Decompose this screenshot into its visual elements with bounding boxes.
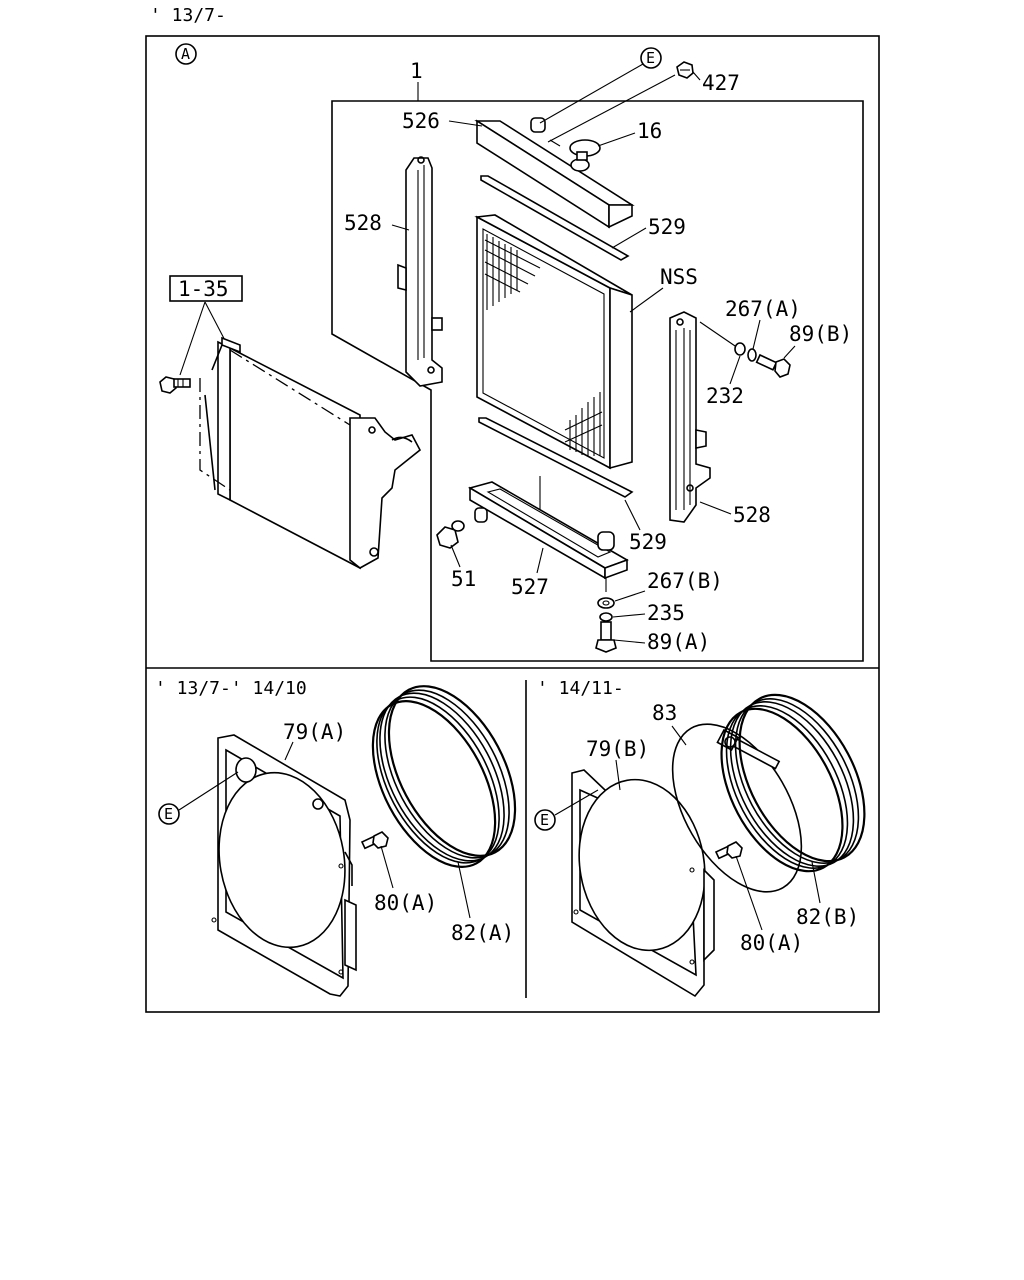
leader-bolt-right [735, 855, 763, 931]
leader-lower-tank [536, 547, 544, 574]
bracket-left [397, 156, 443, 387]
label-lower-tank: 527 [511, 575, 549, 599]
section-shroud-early: ' 13/7-' 14/10 79(A) E 80(A) [155, 678, 517, 997]
leader-bushing [729, 355, 741, 385]
leader-shroud-b [615, 759, 621, 791]
leader-top-bolt [692, 71, 701, 81]
leader-marker-e-left [178, 771, 239, 811]
lower-tank [467, 481, 629, 580]
label-top-bolt: 427 [702, 71, 740, 95]
mounted-radiator-illustration [159, 336, 422, 570]
leader-seal-lower [624, 499, 641, 531]
label-bolt-b: 89(B) [789, 322, 852, 346]
marker-e-top-label: E [646, 49, 655, 67]
radiator-core [474, 214, 633, 470]
label-shroud-b: 79(B) [586, 737, 649, 761]
diagram-frame [145, 35, 880, 1013]
label-ring-left: 82(A) [451, 921, 514, 945]
label-washer-b: 267(B) [647, 569, 723, 593]
leader-washer-a [752, 319, 761, 350]
leader-bolt-a [613, 639, 646, 644]
leader-bracket-left [391, 224, 410, 231]
top-bolt-icon [676, 61, 694, 79]
shroud-b [571, 769, 715, 998]
label-seal-lower: 529 [629, 530, 667, 554]
bracket-right [669, 311, 711, 523]
header-date-range: ' 13/7- [150, 5, 226, 26]
shroud-bolt-a-icon [360, 831, 389, 850]
shroud-bolt-b-icon [714, 841, 743, 860]
section-right-date-range: ' 14/11- [537, 678, 624, 699]
label-clamp: 83 [652, 701, 677, 725]
leader-clamp [671, 725, 687, 746]
marker-e-left-label: E [164, 805, 173, 823]
fan-ring-b [720, 693, 866, 873]
side-bolt-icon [755, 353, 791, 378]
mount-bolt-icon [159, 376, 191, 394]
marker-e-top [640, 47, 662, 69]
leader-bolt-left [380, 845, 394, 889]
label-ring-right: 82(B) [796, 905, 859, 929]
marker-e-right-label: E [540, 811, 549, 829]
upper-tank [474, 117, 635, 229]
section-a-marker-label: A [181, 45, 190, 63]
section-a-marker [175, 43, 197, 65]
clamp-band [671, 723, 803, 893]
drain-plug-icon [436, 520, 465, 549]
label-washer-a: 267(A) [725, 297, 801, 321]
fan-ring-a [371, 685, 517, 868]
leader-top-bolt-path [547, 74, 676, 143]
section-shroud-late: ' 14/11- 79(B) E 83 [534, 678, 866, 998]
seal-upper [480, 175, 630, 261]
leader-washer-235 [612, 613, 646, 618]
washer-a-icon [734, 342, 757, 362]
label-bolt-a: 89(A) [647, 630, 710, 654]
radiator-cap-icon [569, 139, 601, 161]
label-seal-upper: 529 [648, 215, 686, 239]
label-shroud-a: 79(A) [283, 720, 346, 744]
label-bracket-left: 528 [344, 211, 382, 235]
section-left-date-range: ' 13/7-' 14/10 [155, 678, 307, 699]
shroud-a [211, 734, 357, 997]
marker-e-left [158, 803, 180, 825]
label-bracket-right: 528 [733, 503, 771, 527]
reference-leader [179, 301, 206, 376]
leader-drain-plug [450, 544, 461, 568]
label-upper-tank: 526 [402, 109, 440, 133]
leader-bracket-right [699, 501, 732, 515]
label-cap: 16 [637, 119, 662, 143]
label-core: NSS [660, 265, 698, 289]
leader-cap [597, 132, 636, 147]
leader-ring-left [457, 861, 471, 919]
leader-marker-e-right [554, 789, 599, 816]
leader-core [629, 287, 664, 313]
label-bolt-left: 80(A) [374, 891, 437, 915]
washer-235-icon [599, 612, 613, 622]
seal-lower [478, 417, 634, 498]
leader-bracket-right-path [699, 321, 739, 349]
bottom-bolt-icon [595, 621, 617, 653]
label-assembly: 1 [410, 59, 423, 83]
label-bushing: 232 [706, 384, 744, 408]
reference-box-label: 1-35 [178, 277, 229, 301]
section-a: A 1-35 [159, 43, 864, 662]
leader-shroud-a [284, 741, 294, 761]
label-drain-plug: 51 [451, 567, 476, 591]
leader-seal-upper [611, 227, 647, 249]
label-washer-235: 235 [647, 601, 685, 625]
leader-marker-e-top [539, 63, 644, 124]
assembly-enclosure [331, 100, 864, 662]
marker-e-right [534, 809, 556, 831]
leader-bolt-b [783, 345, 796, 359]
leader-washer-b [614, 590, 646, 602]
washer-b-icon [597, 597, 615, 609]
label-bolt-right: 80(A) [740, 931, 803, 955]
leader-upper-tank [448, 120, 483, 127]
leader-ring-right [811, 861, 821, 904]
reference-box [169, 275, 243, 302]
